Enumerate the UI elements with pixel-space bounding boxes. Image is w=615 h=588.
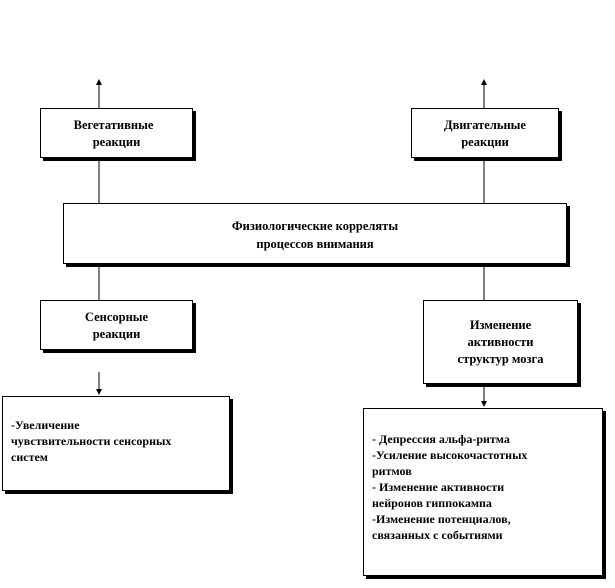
brain-activity-box: Изменение активности структур мозга [423,300,578,384]
list-item: - Изменение активности [372,480,505,494]
center-line1: Физиологические корреляты [231,219,399,233]
vegetative-line1: Вегетативные [73,118,154,132]
brain-line1: Изменение [469,318,532,332]
brain-line2: активности [467,335,534,349]
list-item: ритмов [372,464,412,478]
motor-line2: реакции [461,135,509,149]
brain-effects-box: - Депрессия альфа-ритма -Усиление высоко… [363,408,603,576]
sensory-effects-box: -Увеличение чувствительности сенсорных с… [2,396,230,491]
vegetative-reactions-box: Вегетативные реакции [40,108,193,158]
list-item: -Изменение потенциалов, [372,512,511,526]
motor-line1: Двигательные [444,118,526,132]
list-item: связанных с событиями [372,528,503,542]
list-item: -Увеличение [11,418,80,432]
list-item: -Усиление высокочастотных [372,448,528,462]
sensory-line2: реакции [92,327,141,341]
attention-correlates-box: Физиологические корреляты процессов вним… [63,203,567,264]
sensory-line1: Сенсорные [84,310,149,324]
list-item: систем [11,450,48,464]
list-item: - Депрессия альфа-ритма [372,432,510,446]
sensory-effects-list: -Увеличение чувствительности сенсорных с… [11,417,225,465]
motor-reactions-box: Двигательные реакции [411,108,559,158]
sensory-reactions-box: Сенсорные реакции [40,300,193,350]
list-item: нейронов гиппокампа [372,496,492,510]
vegetative-line2: реакции [92,135,141,149]
center-line2: процессов внимания [256,237,374,251]
brain-line3: структур мозга [457,352,544,366]
list-item: чувствительности сенсорных [11,434,172,448]
brain-effects-list: - Депрессия альфа-ритма -Усиление высоко… [372,431,598,543]
